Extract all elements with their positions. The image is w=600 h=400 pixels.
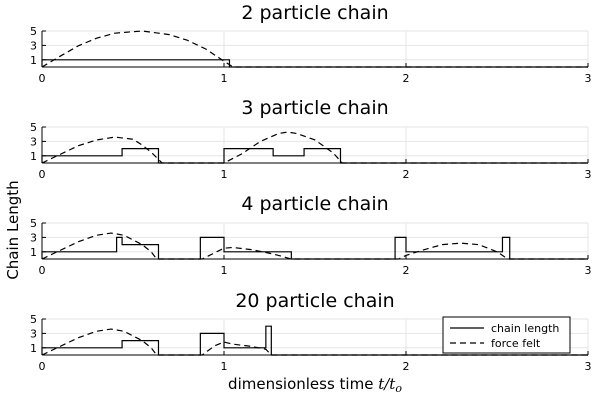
legend: chain length force felt xyxy=(442,316,571,354)
x-axis-label-subscript: o xyxy=(395,382,402,395)
x-tick-label: 0 xyxy=(39,264,46,277)
y-tick-label: 5 xyxy=(30,217,37,230)
y-tick-label: 3 xyxy=(30,231,37,244)
panel-4-title: 20 particle chain xyxy=(235,290,394,312)
legend-label-chain-length: chain length xyxy=(491,322,559,335)
series-force-felt xyxy=(41,30,588,68)
series-chain-length xyxy=(41,148,588,164)
y-tick-label: 3 xyxy=(30,327,37,340)
x-tick-label: 2 xyxy=(403,72,410,85)
legend-box xyxy=(442,316,571,354)
y-tick-label: 5 xyxy=(30,313,37,326)
x-tick-label: 1 xyxy=(221,264,228,277)
x-axis-label: dimensionless time t/to xyxy=(228,375,402,395)
x-tick-label: 2 xyxy=(403,264,410,277)
x-tick-label: 0 xyxy=(39,72,46,85)
x-tick-label: 0 xyxy=(39,360,46,373)
legend-label-force-felt: force felt xyxy=(491,337,541,350)
x-tick-label: 3 xyxy=(585,168,592,181)
y-tick-label: 1 xyxy=(30,342,37,355)
x-axis-label-math: t/t xyxy=(378,375,396,393)
series-force-felt xyxy=(41,328,588,356)
y-tick-label: 5 xyxy=(30,25,37,38)
x-tick-label: 3 xyxy=(585,264,592,277)
x-tick-label: 2 xyxy=(403,360,410,373)
y-tick-label: 3 xyxy=(30,135,37,148)
panel-1-title: 2 particle chain xyxy=(241,2,388,24)
y-axis-label: Chain Length xyxy=(4,180,22,279)
series-force-felt xyxy=(41,232,588,260)
series-force-felt xyxy=(41,131,588,164)
series-chain-length xyxy=(41,325,588,356)
x-tick-label: 0 xyxy=(39,168,46,181)
x-tick-label: 3 xyxy=(585,360,592,373)
series-chain-length xyxy=(41,236,588,260)
y-tick-label: 5 xyxy=(30,121,37,134)
x-tick-label: 1 xyxy=(221,168,228,181)
x-tick-label: 1 xyxy=(221,72,228,85)
x-tick-label: 3 xyxy=(585,72,592,85)
x-axis-label-text: dimensionless time xyxy=(228,375,378,393)
series-chain-length xyxy=(41,59,588,68)
y-tick-label: 1 xyxy=(30,54,37,67)
y-tick-label: 1 xyxy=(30,150,37,163)
x-tick-label: 2 xyxy=(403,168,410,181)
y-tick-label: 1 xyxy=(30,246,37,259)
y-tick-label: 3 xyxy=(30,39,37,52)
x-tick-label: 1 xyxy=(221,360,228,373)
panel-3-title: 4 particle chain xyxy=(241,193,388,215)
panel-2-title: 3 particle chain xyxy=(241,97,388,119)
